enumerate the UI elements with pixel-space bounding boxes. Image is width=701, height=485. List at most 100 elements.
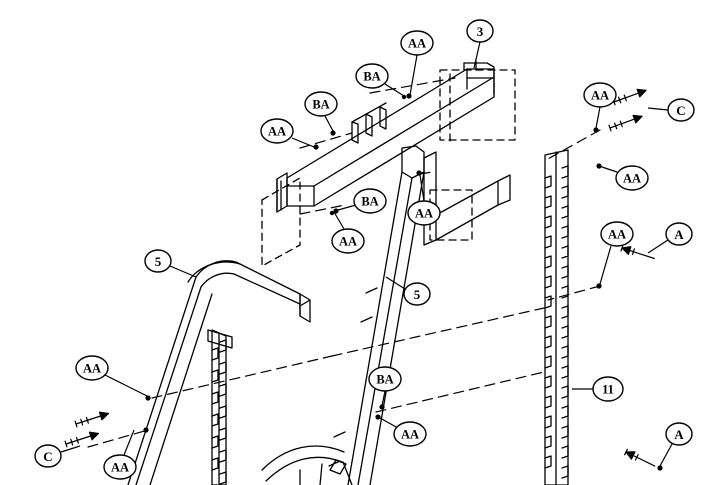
callout-label: 5 [155, 254, 162, 269]
callout-ba-c9[interactable]: BA [337, 188, 387, 214]
leader-line [291, 137, 315, 148]
callout-balloon [403, 282, 431, 306]
callout-label: AA [111, 461, 129, 475]
callout-label: BA [361, 195, 378, 209]
leader-line [599, 245, 612, 285]
leader-line [473, 41, 481, 69]
bottom-curved-member [261, 445, 345, 485]
callout-aa-c12[interactable]: AA [599, 221, 634, 285]
center-diagonal-post-right [328, 145, 425, 485]
callout-balloon [304, 91, 338, 117]
callout-label: AA [623, 172, 641, 186]
fastener-symbols [64, 88, 656, 467]
callout-balloon [407, 200, 441, 226]
callout-balloon [144, 249, 172, 273]
left-small-bracket [207, 329, 233, 349]
callout-balloon [466, 19, 494, 43]
callout-balloon [583, 82, 617, 108]
leader-line [647, 107, 669, 111]
callout-balloon [665, 222, 693, 246]
phantom-plate-top [439, 69, 516, 147]
callout-label: 5 [414, 287, 421, 302]
callout-aa-c5[interactable]: AA [260, 118, 315, 148]
callout-5-c15[interactable]: 5 [385, 276, 431, 306]
callout-label: C [43, 449, 52, 464]
callout-aa-c10[interactable]: AA [407, 174, 441, 226]
callout-3-c2[interactable]: 3 [466, 19, 494, 69]
callout-balloon [665, 422, 693, 446]
callout-aa-c19[interactable]: AA [379, 417, 427, 447]
callout-balloon [368, 366, 402, 392]
callout-c-c21[interactable]: C [34, 444, 81, 468]
callout-a-c20[interactable]: A [659, 422, 693, 467]
callout-aa-c6[interactable]: AA [583, 82, 617, 129]
callout-balloon [355, 63, 389, 89]
leader-line [104, 374, 148, 397]
callout-label: AA [339, 235, 357, 249]
callout-balloon [615, 165, 649, 191]
leader-line [595, 106, 601, 129]
callout-balloon [103, 454, 137, 480]
callout-balloon [667, 98, 695, 122]
leader-line [384, 83, 405, 97]
alignment-dashed-lines [87, 77, 601, 448]
callout-label: A [674, 227, 684, 242]
leader-line [598, 165, 618, 173]
leader-line [60, 445, 81, 453]
callout-c-c7[interactable]: C [647, 98, 695, 122]
leader-line [381, 390, 386, 407]
callout-label: A [674, 427, 684, 442]
callout-balloon [600, 221, 634, 247]
callout-label: AA [608, 228, 626, 242]
callout-balloon [75, 355, 109, 381]
callout-balloon [331, 228, 365, 254]
left-diagonal-post-part5 [127, 260, 311, 485]
phantom-plate-left [261, 177, 301, 267]
leader-line [385, 276, 406, 290]
beam-top-tabs [351, 102, 387, 144]
callout-label: C [676, 103, 685, 118]
callout-balloon [353, 188, 387, 214]
leader-line [337, 204, 357, 211]
callout-label: AA [268, 125, 286, 139]
callout-label: 11 [602, 383, 614, 397]
callout-label: AA [591, 89, 609, 103]
leader-line [419, 174, 425, 202]
callout-aa-c22[interactable]: AA [103, 429, 137, 480]
callout-11-c18[interactable]: 11 [572, 376, 624, 402]
leader-line [409, 54, 418, 96]
callout-balloon [260, 118, 294, 144]
callout-a-c13[interactable]: A [647, 222, 693, 254]
callout-aa-c1[interactable]: AA [400, 30, 434, 96]
callout-label: AA [408, 37, 426, 51]
callout-balloon [400, 30, 434, 56]
leader-line [169, 265, 197, 278]
fastener-points [143, 93, 663, 471]
callout-ba-c3[interactable]: BA [355, 63, 405, 97]
callout-label: BA [376, 373, 393, 387]
callout-label: AA [415, 207, 433, 221]
callout-label: AA [401, 428, 419, 442]
callout-balloon [34, 444, 62, 468]
callout-balloon [592, 376, 624, 402]
leader-line [333, 211, 345, 230]
callout-aa-c11[interactable]: AA [331, 211, 365, 254]
leader-line [324, 115, 334, 132]
callout-label: AA [83, 362, 101, 376]
leader-line [647, 239, 669, 254]
leader-line [123, 429, 135, 456]
right-upright-post-part11 [544, 149, 569, 485]
callout-ba-c17[interactable]: BA [368, 366, 402, 407]
callout-5-c14[interactable]: 5 [144, 249, 197, 278]
leader-line [379, 417, 399, 429]
callout-balloon [393, 421, 427, 447]
callout-aa-c8[interactable]: AA [598, 165, 649, 191]
callout-ba-c4[interactable]: BA [304, 91, 338, 132]
callout-label: BA [312, 98, 329, 112]
callout-aa-c16[interactable]: AA [75, 355, 148, 397]
bottom-right-detail [329, 459, 353, 485]
callout-label: 3 [477, 24, 484, 39]
